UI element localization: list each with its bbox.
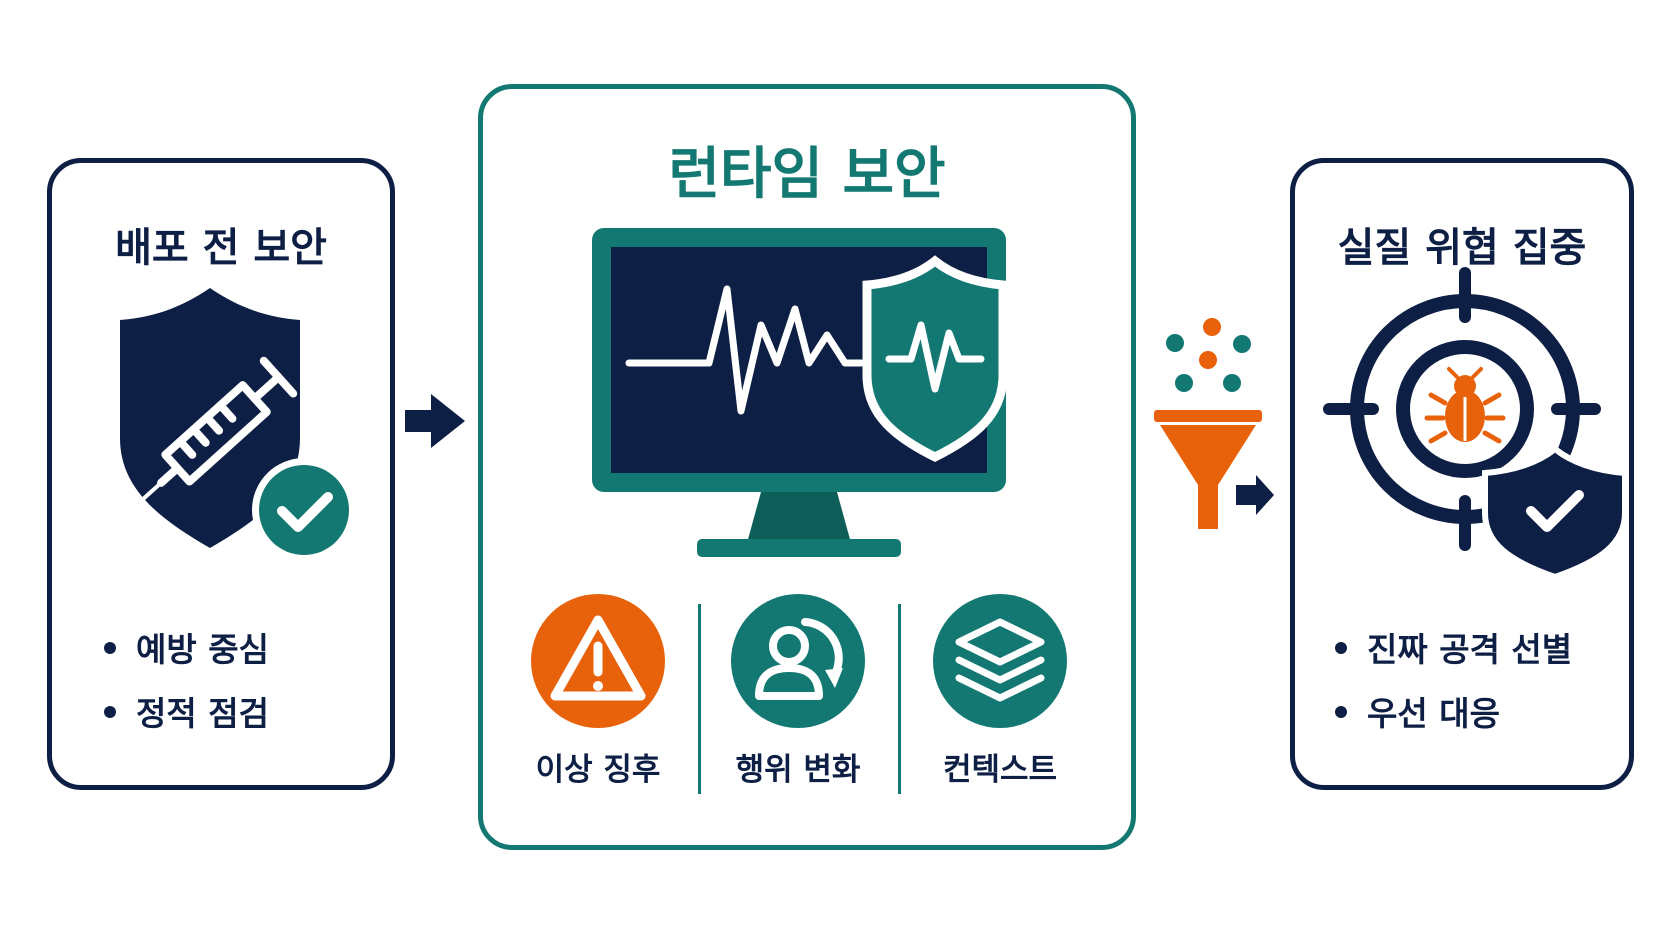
shield-syringe-check-icon — [120, 288, 356, 562]
feature-divider — [898, 604, 901, 794]
real-threat-bullets: 진짜 공격 선별 우선 대응 — [1335, 618, 1572, 746]
monitor-heartbeat-shield-icon — [592, 228, 1008, 557]
bullet-dot — [1335, 641, 1347, 654]
pre-deploy-card: 배포 전 보안 예방 중심 정적 점검 — [47, 158, 395, 790]
runtime-title: 런타임 보안 — [668, 142, 946, 207]
bullet-dot — [104, 641, 116, 654]
target-bug-shield-icon — [1323, 267, 1628, 581]
feature-label-anomaly: 이상 징후 — [535, 752, 661, 788]
feature-label-context: 컨텍스트 — [942, 752, 1058, 788]
list-item: 우선 대응 — [1335, 682, 1572, 746]
runtime-card: 런타임 보안 이상 징후 행위 변화 컨텍스트 — [478, 84, 1136, 850]
pre-deploy-title: 배포 전 보안 — [115, 225, 327, 271]
feature-label-behavior: 행위 변화 — [735, 752, 861, 788]
arrow-right-icon — [405, 394, 465, 448]
real-threat-card: 실질 위협 집중 진짜 공격 선별 우선 대응 — [1290, 158, 1634, 790]
real-threat-title: 실질 위협 집중 — [1337, 225, 1587, 271]
list-item: 진짜 공격 선별 — [1335, 618, 1572, 682]
layers-icon — [933, 594, 1067, 728]
bullet-dot — [1335, 705, 1347, 718]
funnel-filter-icon — [1154, 318, 1274, 529]
list-item: 정적 점검 — [104, 682, 269, 746]
user-cycle-icon — [731, 594, 865, 728]
pre-deploy-bullets: 예방 중심 정적 점검 — [104, 618, 269, 746]
feature-divider — [698, 604, 701, 794]
list-item: 예방 중심 — [104, 618, 269, 682]
bullet-dot — [104, 705, 116, 718]
warning-triangle-icon — [531, 594, 665, 728]
